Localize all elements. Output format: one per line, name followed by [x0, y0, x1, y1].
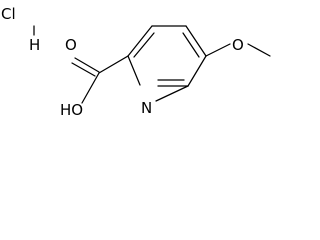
carbonyl-oxygen-label: O [65, 36, 77, 54]
ring-bond-c2-c3 [127, 25, 153, 57]
structure-diagram: Cl H O HO [0, 0, 277, 120]
ring-bond-c4-c5 [185, 25, 207, 57]
hydrochloride: Cl H [1, 5, 40, 54]
carboxylic-acid-group: O HO [60, 36, 129, 119]
molecule-drawing: Cl H O HO [1, 5, 271, 119]
hydroxyl-label: HO [60, 101, 83, 119]
c-oh-bond [81, 72, 100, 104]
o-methyl-bond [247, 43, 271, 57]
ring-bond-n-c2 [127, 55, 141, 86]
ring-bond-c5-c6 [187, 55, 207, 87]
ring-nitrogen-label: N [141, 99, 152, 117]
pyridine-ring: N [127, 25, 207, 117]
methoxy-oxygen-label: O [232, 36, 244, 54]
ring-bond-c4-c5-inner [182, 32, 200, 58]
chlorine-atom-label: Cl [1, 5, 16, 23]
hydrogen-atom-label: H [29, 36, 40, 54]
carbonyl-double-bond-2 [71, 62, 96, 77]
ring-bond-n-c6-lower [155, 85, 189, 102]
methoxy-group: O [205, 36, 271, 57]
acid-ring-bond [98, 55, 129, 74]
ring-bond-c2-c3-inner [133, 32, 155, 58]
ring-o-bond [205, 43, 231, 57]
carbonyl-double-bond-1 [74, 57, 100, 73]
